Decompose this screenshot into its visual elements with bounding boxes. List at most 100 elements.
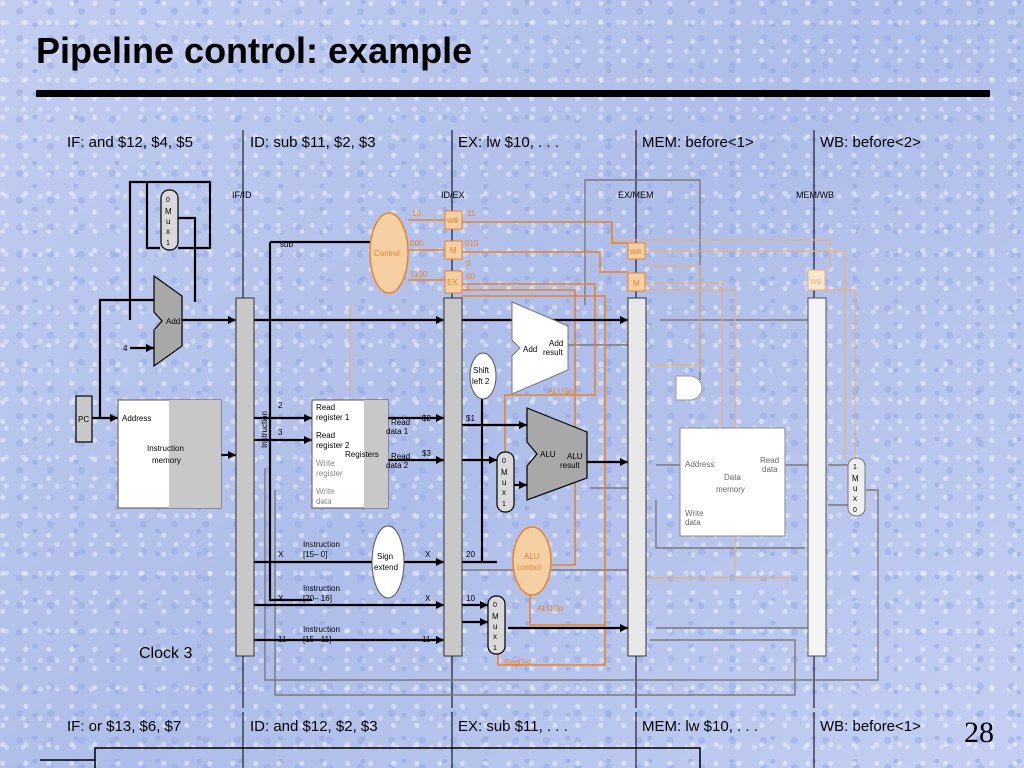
mux-label: u (493, 622, 497, 631)
if-id-register (235, 297, 255, 657)
write-data-line1: Write (316, 487, 335, 496)
rt-value: 3 (278, 428, 283, 437)
id-ex-label: ID/EX (441, 190, 465, 200)
dmem-read-line1: Read (760, 456, 779, 465)
stage-id-bottom: ID: and $12, $2, $3 (250, 718, 378, 735)
shift-line2: left 2 (472, 377, 490, 386)
mux-label: 0 (493, 602, 497, 609)
read-data2-line1: Read (391, 452, 410, 461)
dmem-name-line1: Data (724, 473, 741, 482)
sign-extend (371, 525, 405, 599)
write-data-line2: data (316, 497, 332, 506)
constant-four: 4 (123, 344, 128, 353)
alu-control-line2: control (517, 563, 541, 572)
stage-wb-bottom: WB: before<1> (820, 718, 921, 735)
ex-mem-m-label: M (633, 279, 640, 288)
read-reg1-line1: Read (316, 403, 335, 412)
read-data1-line2: data 1 (386, 427, 409, 436)
instr-20-16-line1: Instruction (303, 584, 340, 593)
imm-x2-value: X (425, 550, 431, 559)
mux-label: u (853, 484, 857, 493)
shift-line1: Shift (473, 366, 490, 375)
id-ex-m-value: 010 (465, 239, 479, 248)
mux-label: u (166, 217, 170, 226)
id-ex-ex-field (444, 270, 463, 294)
mux-label: x (166, 227, 170, 236)
imm-20-value: 20 (466, 550, 475, 559)
mux-label: x (502, 488, 506, 497)
instr-15-0-line2: [15– 0] (303, 550, 327, 559)
branch-and-gate (675, 375, 703, 401)
stage-if-top: IF: and $12, $4, $5 (67, 134, 193, 151)
write-reg-line1: Write (316, 459, 335, 468)
alusrc-label: ALUSrc (548, 387, 576, 396)
read-data2-line2: data 2 (386, 461, 409, 470)
clock-label: Clock 3 (139, 645, 193, 662)
slide-number: 28 (964, 716, 994, 749)
stage-ex-bottom: EX: sub $11, . . . (458, 718, 568, 735)
mux-label: 0 (166, 197, 170, 204)
instr-15-0-line1: Instruction (303, 540, 340, 549)
next-cycle-wires (40, 747, 701, 768)
rt-x2-value: X (425, 594, 431, 603)
ex-mem-register (627, 297, 647, 657)
pc-label: PC (78, 415, 89, 424)
control-paths (408, 219, 628, 666)
alu (526, 407, 588, 501)
instr-15-11-line1: Instruction (303, 625, 340, 634)
read-data1-line1: Read (391, 418, 410, 427)
mux-label: M (501, 468, 508, 477)
instr-15-11-line2: [15– 11] (303, 635, 331, 644)
regdst-mux (487, 595, 506, 655)
alu-control (512, 526, 552, 596)
dmem-address-label: Address (685, 460, 714, 469)
rd-value: 11 (278, 635, 287, 644)
branch-adder (511, 301, 569, 395)
instr-20-16-line2: [20– 16] (303, 594, 332, 603)
branch-result-line1: Add (549, 339, 563, 348)
mux-label: 1 (853, 464, 857, 471)
ctrl-ex-value: 1100 (410, 270, 428, 279)
id-ex-register (443, 297, 463, 657)
ex-reg1-value: $1 (466, 414, 475, 423)
aluop-label: ALUOp (537, 604, 564, 613)
instruction-vertical-label: Instruction (260, 411, 269, 448)
ctrl-wb-value: 10 (412, 209, 421, 218)
mem-wb-wb-field (807, 269, 826, 291)
mux-label: u (502, 478, 506, 487)
imem-name-line1: Instruction (147, 444, 184, 453)
mux-label: 1 (493, 645, 497, 652)
stage-id-top: ID: sub $11, $2, $3 (250, 134, 376, 151)
mux-label: 1 (166, 240, 170, 247)
shift-left-2 (469, 352, 497, 400)
imem-address-label: Address (122, 414, 151, 423)
id-ex-ex-label: EX (447, 278, 458, 287)
arrow-heads (110, 316, 628, 644)
mux-label: M (492, 612, 499, 621)
rs-value: 2 (278, 401, 283, 410)
id-ex-m-label: M (450, 246, 457, 255)
dmem-write-line1: Write (685, 509, 704, 518)
title-rule (36, 90, 990, 97)
mux-label: 0 (853, 507, 857, 514)
alu-source-mux (496, 451, 515, 513)
pc-adder-label: Add (166, 317, 180, 326)
stage-wb-top: WB: before<2> (820, 134, 921, 151)
mux-label: 0 (502, 458, 506, 465)
ex-10-value: 10 (466, 594, 475, 603)
mem-wb-label: MEM/WB (796, 190, 834, 200)
dmem-read-line2: data (762, 465, 778, 474)
stage-if-bottom: IF: or $13, $6, $7 (67, 718, 182, 735)
branch-result-line2: result (543, 348, 563, 357)
mux-label: x (853, 494, 857, 503)
ex-mem-wb-field (627, 242, 646, 260)
alu-label: ALU (540, 450, 556, 459)
rd-out-value: 11 (422, 635, 431, 644)
mux-label: M (165, 207, 172, 216)
ctrl-m-value: 000 (410, 239, 424, 248)
if-id-label: IF/ID (232, 190, 252, 200)
pc-source-mux (160, 189, 179, 251)
sign-extend-line2: extend (374, 563, 398, 572)
rt-x-value: X (278, 594, 284, 603)
